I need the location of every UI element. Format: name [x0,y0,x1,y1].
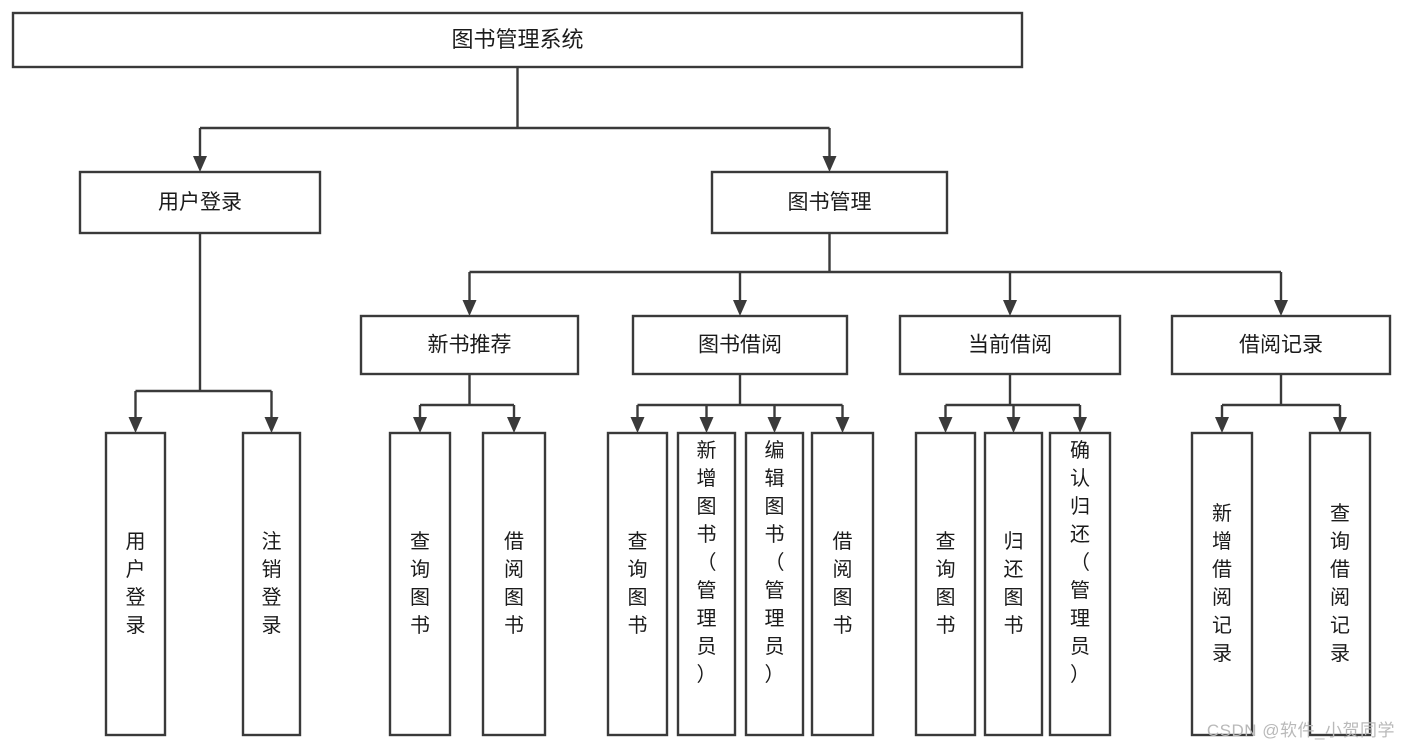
leaf-用户登录-0-box[interactable] [104,431,167,737]
node-l3-新书推荐-0-box[interactable] [359,314,580,376]
node-l2-用户登录-0-box[interactable] [78,170,322,235]
node-l3-借阅记录-3-label: 借阅记录 [1239,334,1323,357]
node-root-图书管理系统[interactable]: 图书管理系统 [11,11,1024,69]
book-mgmt-fan-arrow-2 [1003,272,1017,316]
leaf-归还图书-9-label: 归还图书 [1004,530,1024,637]
node-l3-借阅记录-3-box[interactable] [1170,314,1392,376]
leaf-查询图书-4[interactable]: 查询图书 [606,431,669,737]
leaf-注销登录-1-label: 注销登录 [262,530,282,637]
node-l2-图书管理-1-box[interactable] [710,170,949,235]
node-l3-图书借阅-1-label: 图书借阅 [698,334,782,357]
leaf-查询借阅记录-12[interactable]: 查询借阅记录 [1308,431,1372,737]
l3-fan-1-arrow-2 [767,405,782,433]
l3-fan-1-arrow-1 [699,405,714,433]
l3-fan-2-arrow-1 [1006,405,1021,433]
leaf-确认归还管理员-10-box[interactable] [1048,431,1112,737]
l3-fan-3-arrow-1 [1333,405,1347,433]
leaf-新增借阅记录-11-box[interactable] [1190,431,1254,737]
node-l3-新书推荐-0-label: 新书推荐 [428,334,512,357]
leaf-编辑图书管理员-6-label: 编辑图书（管理员） [765,439,785,686]
l3-fan-2-arrow-0 [938,405,953,433]
book-mgmt-fan-arrow-3 [1274,272,1288,316]
leaf-确认归还管理员-10[interactable]: 确认归还（管理员） [1048,431,1112,737]
leaf-借阅图书-7-box[interactable] [810,431,875,737]
leaf-查询图书-4-box[interactable] [606,431,669,737]
leaf-归还图书-9-box[interactable] [983,431,1044,737]
node-l3-图书借阅-1-box[interactable] [631,314,849,376]
leaf-编辑图书管理员-6[interactable]: 编辑图书（管理员） [744,431,805,737]
root-fan-arrow-0 [193,128,207,172]
leaf-借阅图书-3[interactable]: 借阅图书 [481,431,547,737]
leaf-借阅图书-3-box[interactable] [481,431,547,737]
leaf-归还图书-9[interactable]: 归还图书 [983,431,1044,737]
leaf-查询图书-4-label: 查询图书 [628,530,648,637]
leaf-用户登录-0[interactable]: 用户登录 [104,431,167,737]
l3-fan-3-arrow-0 [1215,405,1229,433]
leaf-注销登录-1[interactable]: 注销登录 [241,431,302,737]
leaf-新增图书管理员-5-label: 新增图书（管理员） [697,439,717,686]
node-l3-当前借阅-2[interactable]: 当前借阅 [898,314,1122,376]
root-fan-arrow-1 [822,128,837,172]
leaf-查询借阅记录-12-label: 查询借阅记录 [1330,502,1350,665]
l3-fan-0-arrow-0 [413,405,427,433]
leaf-查询图书-2[interactable]: 查询图书 [388,431,452,737]
leaf-用户登录-0-label: 用户登录 [126,531,146,637]
node-l2-用户登录-0[interactable]: 用户登录 [78,170,322,235]
leaf-注销登录-1-box[interactable] [241,431,302,737]
book-mgmt-fan-arrow-1 [733,272,747,316]
connector-layer [128,67,1347,433]
leaf-编辑图书管理员-6-box[interactable] [744,431,805,737]
l3-fan-1-arrow-3 [835,405,850,433]
leaf-查询图书-8-label: 查询图书 [936,530,956,637]
node-root-图书管理系统-label: 图书管理系统 [451,27,583,52]
leaf-确认归还管理员-10-label: 确认归还（管理员） [1070,439,1090,686]
leaf-借阅图书-7[interactable]: 借阅图书 [810,431,875,737]
node-l3-图书借阅-1[interactable]: 图书借阅 [631,314,849,376]
leaf-查询借阅记录-12-box[interactable] [1308,431,1372,737]
leaf-借阅图书-7-label: 借阅图书 [833,530,853,637]
user-login-fan-arrow-1 [264,391,279,433]
leaf-查询图书-8-box[interactable] [914,431,977,737]
node-root-图书管理系统-box[interactable] [11,11,1024,69]
node-l2-图书管理-1[interactable]: 图书管理 [710,170,949,235]
node-l3-借阅记录-3[interactable]: 借阅记录 [1170,314,1392,376]
node-l2-图书管理-1-label: 图书管理 [788,191,872,214]
node-l3-当前借阅-2-box[interactable] [898,314,1122,376]
leaf-查询图书-8[interactable]: 查询图书 [914,431,977,737]
node-layer: 图书管理系统用户登录图书管理新书推荐图书借阅当前借阅借阅记录用户登录注销登录查询… [11,11,1392,737]
node-l3-新书推荐-0[interactable]: 新书推荐 [359,314,580,376]
leaf-新增图书管理员-5-box[interactable] [676,431,737,737]
leaf-借阅图书-3-label: 借阅图书 [504,530,524,637]
leaf-查询图书-2-label: 查询图书 [410,530,430,637]
leaf-新增借阅记录-11-label: 新增借阅记录 [1212,502,1232,665]
book-mgmt-fan-arrow-0 [462,272,477,316]
l3-fan-1-arrow-0 [630,405,645,433]
user-login-fan-arrow-0 [128,391,143,433]
node-l3-当前借阅-2-label: 当前借阅 [968,334,1052,357]
leaf-新增借阅记录-11[interactable]: 新增借阅记录 [1190,431,1254,737]
leaf-新增图书管理员-5[interactable]: 新增图书（管理员） [676,431,737,737]
node-l2-用户登录-0-label: 用户登录 [158,191,242,214]
leaf-查询图书-2-box[interactable] [388,431,452,737]
l3-fan-2-arrow-2 [1073,405,1087,433]
l3-fan-0-arrow-1 [507,405,521,433]
